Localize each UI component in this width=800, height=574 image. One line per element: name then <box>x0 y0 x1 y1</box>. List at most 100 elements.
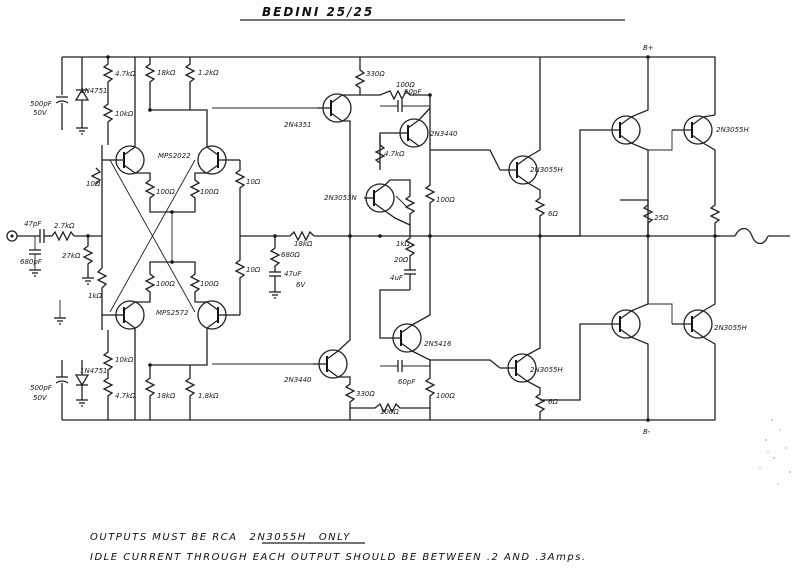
resistor-10-b <box>234 160 246 236</box>
junction-dot <box>378 234 382 238</box>
wire <box>630 336 649 420</box>
resistor-10-b-label: 10Ω <box>246 178 261 186</box>
resistor-12k-top <box>184 57 196 110</box>
bias-chain-top <box>102 57 114 145</box>
junction-dot <box>148 108 152 112</box>
output-transistor-bottom-a <box>600 309 641 339</box>
wire <box>430 359 501 369</box>
output-transistor-top-b <box>672 115 713 145</box>
ground-symbol <box>54 317 66 325</box>
resistor-100-bottom <box>350 402 430 414</box>
resistor-100-low-label: 100Ω <box>436 392 455 400</box>
resistor-6-top <box>527 182 546 236</box>
resistor-12k-top-label: 1.2kΩ <box>198 69 219 77</box>
transistor-vas-top-label: 2N4351 <box>284 121 312 129</box>
transistor-predriver-bottom <box>387 323 422 353</box>
resistor-10-c <box>234 236 246 315</box>
bias-network <box>384 179 416 225</box>
transistor-driver-top-label: 2N3055H <box>530 166 564 174</box>
wire <box>702 336 716 360</box>
capacitor-47u <box>269 271 281 277</box>
resistor-10-c-label: 10Ω <box>246 266 261 274</box>
capacitor-60p-bottom <box>397 360 403 372</box>
rf-capacitor <box>29 249 41 255</box>
emitter-resistor-top-b: 100Ω <box>200 188 219 196</box>
bias-resistor-bottom-label: 4.7kΩ <box>115 392 136 400</box>
output-transistor-top-label: 2N3055H <box>716 126 750 134</box>
scan-speckle <box>759 419 791 485</box>
resistor-330-top <box>342 57 366 96</box>
ground-symbol <box>82 277 94 285</box>
positive-rail-label: B+ <box>643 44 654 52</box>
tail-resistor-label: 1kΩ <box>88 292 103 300</box>
junction-dot <box>348 234 352 238</box>
transistor-mps-top-label: MPS2022 <box>158 152 191 160</box>
output-transistor-bottom-b <box>672 309 713 339</box>
output-fuse <box>734 227 769 245</box>
zener-resistor-top-label: 10kΩ <box>115 110 134 118</box>
negative-rail-label: B- <box>643 428 651 436</box>
supply-capacitor-bottom-voltage: 50V <box>33 394 48 402</box>
zener-bottom-label: 1N4751 <box>80 367 108 375</box>
supply-capacitor-bottom <box>55 376 69 384</box>
input-capacitor-label: 47pF <box>24 220 42 228</box>
capacitor-4u <box>404 269 416 275</box>
positive-rail <box>62 56 716 115</box>
ground-symbol <box>269 291 281 299</box>
input-resistor <box>51 230 75 242</box>
resistor-12k-bottom-label: 1.8kΩ <box>198 392 219 400</box>
schematic-title: BEDINI 25/25 <box>262 5 374 19</box>
resistor-330-bottom-label: 330Ω <box>356 390 375 398</box>
ground-symbol <box>76 399 88 407</box>
transistor-predriver-top <box>394 118 429 148</box>
wire <box>384 210 411 226</box>
supply-capacitor-top <box>55 96 69 104</box>
resistor-6-bottom <box>526 380 546 420</box>
resistor-330-bottom <box>338 376 356 420</box>
resistor-6-bottom-label: 6Ω <box>548 398 558 406</box>
negative-rail <box>62 360 716 421</box>
ground-symbol <box>76 127 88 135</box>
bias-resistor-label: 27kΩ <box>62 252 81 260</box>
transistor-mps-bottom-left <box>110 300 145 330</box>
resistor-20-label: 20Ω <box>394 256 409 264</box>
output-transistor-top-a <box>600 115 641 145</box>
supply-capacitor-top-voltage: 50V <box>33 109 48 117</box>
wire <box>630 57 649 118</box>
wire <box>526 236 541 356</box>
transistor-predriver-bottom-label: 2N5416 <box>424 340 452 348</box>
feedback-resistor-label: 18kΩ <box>294 240 313 248</box>
wire <box>527 57 541 158</box>
emitter-resistor-bottom-b: 100Ω <box>200 280 219 288</box>
transistor-driver-bottom-label: 2N3055H <box>530 366 564 374</box>
transistor-driver-top <box>500 155 538 185</box>
input-resistor-label: 2.7kΩ <box>54 222 75 230</box>
resistor-680-label: 680Ω <box>281 251 300 259</box>
resistor-100-top <box>360 89 431 150</box>
emitter-resistor-bottom-a: 100Ω <box>156 280 175 288</box>
resistor-6-top-label: 6Ω <box>548 210 558 218</box>
resistor-18k-bottom <box>144 365 156 420</box>
transistor-mps-bottom-right <box>197 300 232 330</box>
transistor-driver-bottom <box>500 353 537 383</box>
resistor-47-mid <box>374 135 386 164</box>
wire <box>702 114 716 118</box>
supply-capacitor-top-value: 500pF <box>30 100 53 108</box>
capacitor-47u-voltage: 6V <box>296 281 306 289</box>
bias-chain-bottom <box>102 330 114 420</box>
emitter-resistor-top <box>702 142 721 236</box>
resistor-18k-bottom-b <box>184 365 196 420</box>
transistor-vas-bottom-label: 2N3440 <box>284 376 312 384</box>
resistor-025 <box>620 199 654 236</box>
wire <box>190 109 208 147</box>
wire <box>430 149 501 171</box>
cross-wire <box>109 159 196 313</box>
resistor-025-label: .25Ω <box>652 214 669 222</box>
emitter-resistor-top-a: 100Ω <box>156 188 175 196</box>
junction-dot <box>106 55 110 59</box>
zener-bottom <box>74 374 90 387</box>
transistor-vas-top <box>317 93 352 123</box>
resistor-18k-top-label: 18kΩ <box>157 69 176 77</box>
